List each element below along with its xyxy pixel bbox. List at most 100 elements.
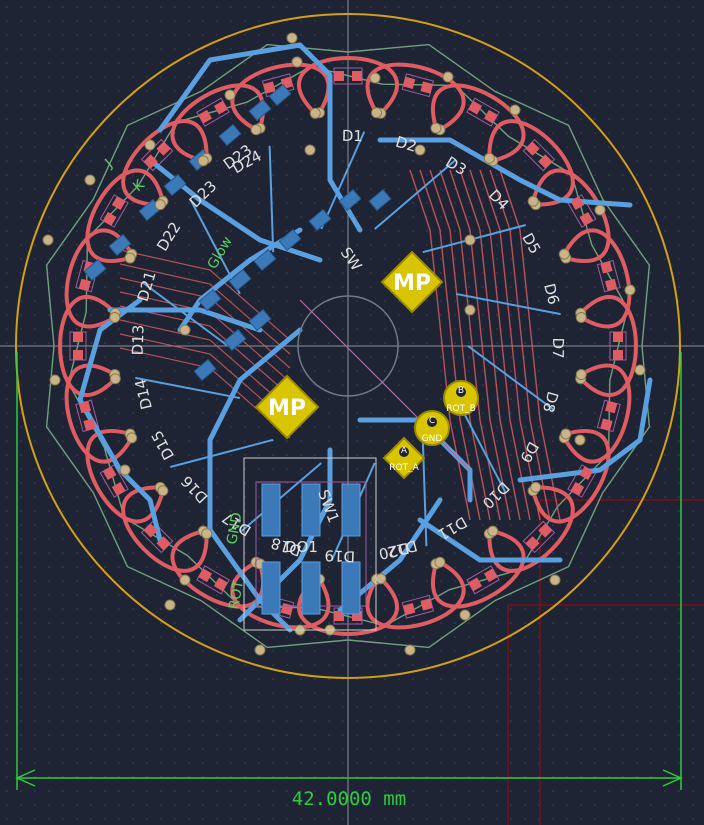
via [224, 89, 236, 101]
bottom-text-label: DO1 [285, 538, 318, 556]
back-trace-thin [170, 438, 274, 468]
via [144, 139, 156, 151]
via [527, 195, 539, 207]
via [286, 32, 298, 44]
test-pad-b[interactable]: B ROT_B [443, 380, 479, 416]
diode-pad [579, 211, 594, 226]
diode-pad [83, 418, 96, 431]
diode-pad [213, 100, 228, 115]
back-trace-thin [268, 145, 275, 253]
back-trace-thin [455, 292, 561, 316]
back-trace-thin [374, 159, 457, 230]
diode-pad [143, 154, 158, 169]
diode-pad [78, 401, 91, 414]
diode-label: D7 [549, 337, 567, 358]
back-trace [417, 517, 563, 563]
diode-pad [143, 523, 158, 538]
via [404, 644, 416, 656]
via [549, 574, 561, 586]
diode-pad [600, 261, 613, 274]
diode-label: D8 [539, 389, 562, 414]
diode-pad [538, 154, 553, 169]
via [197, 155, 209, 167]
test-pad-c-net: GND [422, 434, 443, 444]
diode-pad [420, 598, 433, 611]
diode-pad [352, 71, 362, 81]
diode-fab-outline [466, 97, 500, 127]
smd-component-pad [108, 233, 132, 257]
smd-component-pad [253, 248, 277, 272]
front-trace-loop [487, 119, 575, 207]
diode-pad [156, 141, 171, 156]
via [375, 573, 387, 585]
switch-footprint[interactable] [243, 457, 377, 631]
via [291, 56, 303, 68]
dimension-label: 42.0000 mm [292, 788, 406, 810]
via [464, 304, 476, 316]
mounting-pad-2[interactable]: MP [254, 374, 320, 440]
smd-pads[interactable] [73, 71, 623, 621]
back-trace [107, 307, 263, 333]
diode-pad [102, 211, 117, 226]
front-trace-bus [409, 169, 471, 521]
test-pad-a-letter: A [401, 446, 408, 456]
via [124, 252, 136, 264]
mounting-pad-2-label: MP [268, 396, 306, 421]
diode-label: D1 [342, 127, 363, 145]
back-trace-thin [142, 281, 229, 347]
diode-label: D6 [540, 282, 563, 307]
diode-pad [111, 481, 126, 496]
via [430, 122, 442, 134]
diode-pad [525, 536, 540, 551]
diode-pad [468, 577, 483, 592]
front-trace-bus [429, 169, 491, 521]
diode-pad [570, 481, 585, 496]
via [179, 574, 191, 586]
via [84, 174, 96, 186]
diode-pad [198, 568, 213, 583]
front-trace-loop [487, 485, 575, 573]
front-trace-loop [531, 429, 611, 524]
diode-pad [600, 418, 613, 431]
test-pad-c[interactable]: C GND [414, 410, 450, 446]
via [309, 107, 321, 119]
diode-pad [156, 536, 171, 551]
diode-pad [213, 577, 228, 592]
front-trace-loop [562, 363, 632, 464]
via [157, 485, 169, 497]
diode-pad [605, 401, 618, 414]
back-trace-thin [239, 462, 322, 533]
via [304, 144, 316, 156]
via [575, 369, 587, 381]
back-trace [77, 297, 163, 543]
front-trace-loop [170, 529, 265, 609]
front-trace-loop [297, 56, 399, 116]
front-trace-bus [119, 305, 291, 397]
diode-label: D13 [129, 324, 148, 355]
test-pad-a[interactable]: A ROT_A [382, 436, 426, 480]
smd-component-pad [218, 123, 242, 147]
front-trace-loop [64, 228, 134, 329]
smd-component-pad [198, 288, 222, 312]
vias[interactable] [42, 32, 646, 656]
board-outline[interactable] [15, 13, 681, 679]
smd-component-pad [278, 228, 302, 252]
green-label-rot: ROT [226, 579, 247, 611]
front-trace-bus [489, 169, 551, 521]
smd-component-pad [368, 188, 392, 212]
dimension-42mm[interactable] [15, 352, 683, 790]
back-trace-thin [320, 131, 366, 230]
front-trace-loop [562, 228, 632, 329]
diode-pad [73, 332, 83, 342]
courtyard-ring [45, 43, 651, 649]
diode-pad [111, 196, 126, 211]
via [624, 284, 636, 296]
mounting-pad-1[interactable]: MP [380, 250, 444, 314]
smd-component-pad [338, 188, 362, 212]
diode-pad [102, 466, 117, 481]
via [109, 311, 121, 323]
via [126, 432, 138, 444]
smd-component-pad [248, 308, 272, 332]
